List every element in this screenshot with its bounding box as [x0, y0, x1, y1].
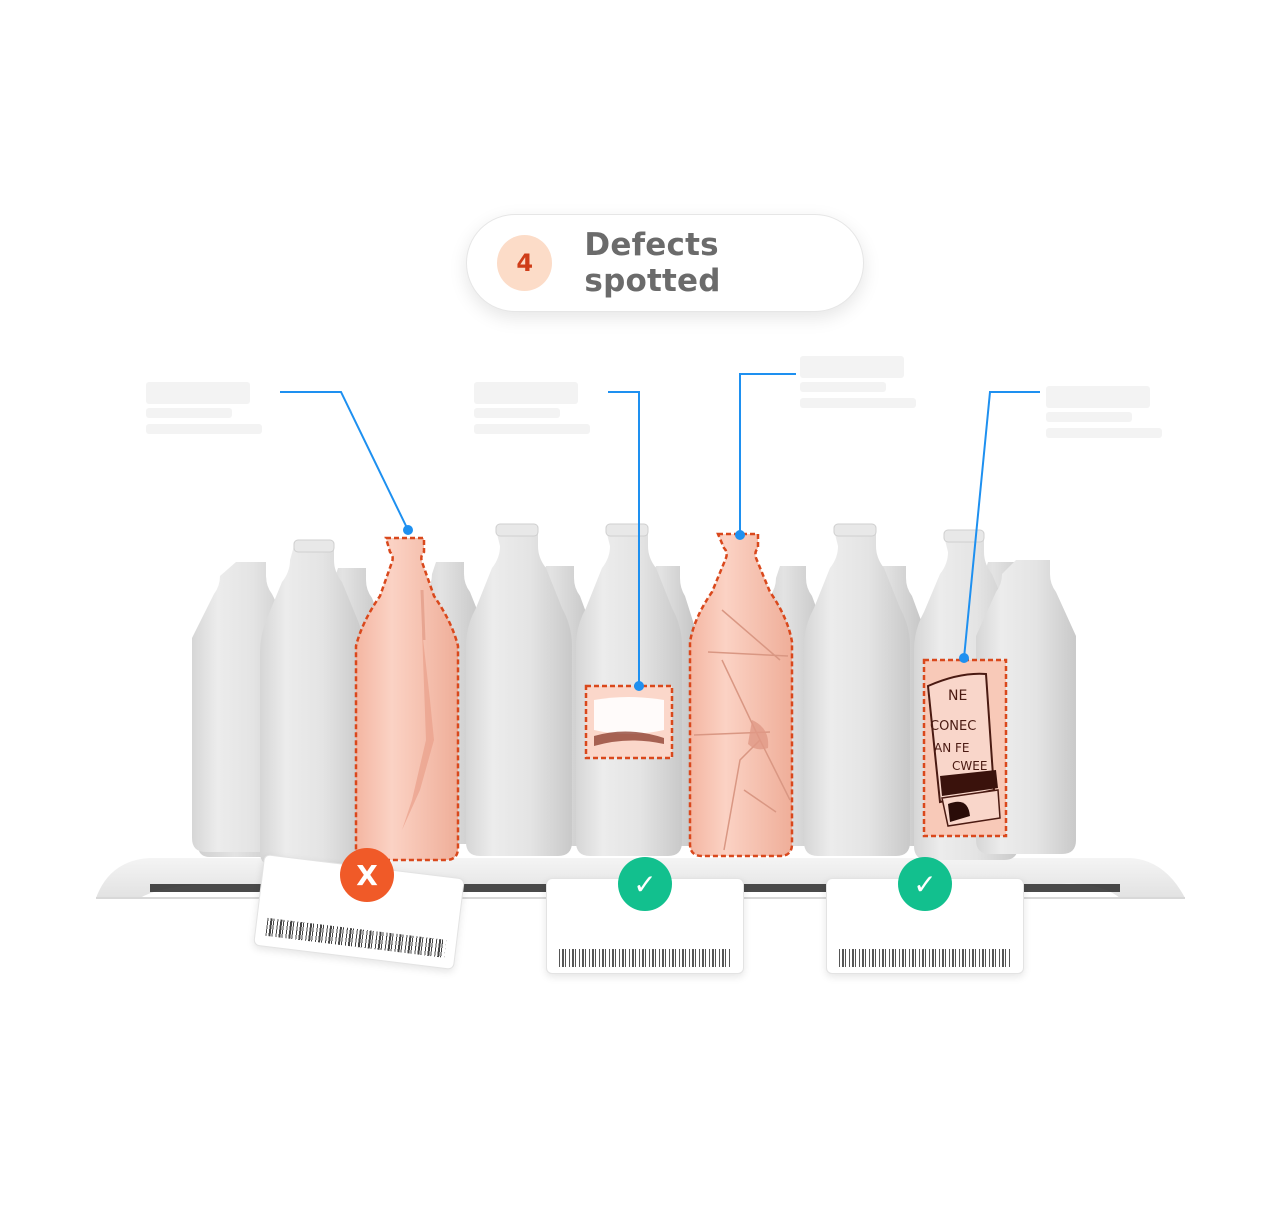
label-text-4: CWEE	[952, 759, 987, 773]
defect-wrong-label: NE CONEC AN FE CWEE	[922, 658, 1008, 838]
label-text-1: NE	[948, 688, 967, 704]
bottle-2	[260, 546, 364, 866]
bottle-4	[466, 530, 572, 856]
barcode	[559, 949, 731, 967]
defects-label: Defects spotted	[584, 227, 721, 299]
defects-summary-pill: 4 Defects spotted	[466, 214, 864, 312]
defect-label-damage	[584, 684, 674, 760]
defect-bottle-6	[688, 532, 794, 858]
defect-bottle-3	[354, 536, 460, 862]
check-icon: ✓	[618, 857, 672, 911]
callout-dots	[403, 525, 969, 691]
label-text-2: CONEC	[930, 719, 976, 734]
defect-count-badge: 4	[497, 235, 553, 291]
callout-lines	[280, 373, 1040, 686]
check-icon: ✓	[898, 857, 952, 911]
barcode	[839, 949, 1011, 967]
bottle-7	[804, 530, 910, 856]
label-text-3: AN FE	[934, 741, 969, 755]
x-icon: X	[340, 848, 394, 902]
